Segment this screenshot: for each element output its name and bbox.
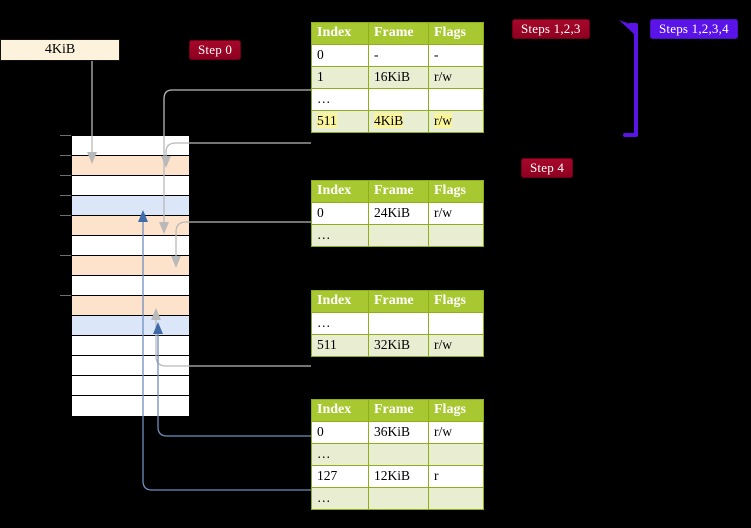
physical-memory-column bbox=[71, 135, 190, 416]
cell-index: … bbox=[311, 224, 369, 247]
memory-row-4 bbox=[72, 216, 189, 236]
purple-bracket-path bbox=[623, 23, 638, 137]
memory-row-8 bbox=[72, 296, 189, 316]
column-header-frame: Frame bbox=[368, 180, 429, 203]
table-row: 0-- bbox=[311, 44, 484, 67]
cell-flags: r bbox=[428, 465, 484, 488]
memory-row-3 bbox=[72, 196, 189, 216]
purple-arrowhead bbox=[619, 20, 638, 34]
cell-index: … bbox=[311, 312, 369, 335]
cell-index: 0 bbox=[311, 44, 369, 67]
column-header-flags: Flags bbox=[428, 290, 484, 313]
table-row: … bbox=[311, 312, 484, 335]
physical-frame-4kib-label: 4KiB bbox=[44, 42, 76, 57]
cell-flags: - bbox=[428, 44, 484, 67]
cell-frame: - bbox=[368, 44, 429, 67]
memory-tick-6 bbox=[60, 255, 71, 256]
cell-frame bbox=[368, 443, 429, 466]
steps-123-badge: Steps 1,2,3 bbox=[512, 19, 590, 39]
cell-frame bbox=[368, 312, 429, 335]
column-header-frame: Frame bbox=[368, 290, 429, 313]
memory-row-13 bbox=[72, 396, 189, 416]
cell-frame: 4KiB bbox=[368, 110, 429, 133]
cell-flags: r/w bbox=[428, 110, 484, 133]
memory-row-1 bbox=[72, 156, 189, 176]
cell-frame bbox=[368, 224, 429, 247]
table-row: … bbox=[311, 487, 484, 510]
column-header-index: Index bbox=[311, 290, 369, 313]
column-header-flags: Flags bbox=[428, 22, 484, 45]
step-4-badge: Step 4 bbox=[521, 158, 574, 178]
column-header-flags: Flags bbox=[428, 180, 484, 203]
cell-index: 127 bbox=[311, 465, 369, 488]
memory-tick-0 bbox=[60, 135, 71, 136]
cell-frame: 16KiB bbox=[368, 66, 429, 89]
memory-row-2 bbox=[72, 176, 189, 196]
memory-row-6 bbox=[72, 256, 189, 276]
cell-index: … bbox=[311, 88, 369, 111]
highlighted-value: r/w bbox=[434, 113, 452, 128]
table-row: … bbox=[311, 224, 484, 247]
memory-tick-1 bbox=[60, 155, 71, 156]
memory-row-5 bbox=[72, 236, 189, 256]
memory-tick-4 bbox=[60, 215, 71, 216]
cell-flags: r/w bbox=[428, 66, 484, 89]
cell-flags bbox=[428, 487, 484, 510]
cell-frame: 12KiB bbox=[368, 465, 429, 488]
memory-row-10 bbox=[72, 336, 189, 356]
column-header-frame: Frame bbox=[368, 22, 429, 45]
memory-row-7 bbox=[72, 276, 189, 296]
memory-row-9 bbox=[72, 316, 189, 336]
table-row: 511 4KiB r/w bbox=[311, 110, 484, 133]
cell-index: 511 bbox=[311, 110, 369, 133]
cell-flags: r/w bbox=[428, 421, 484, 444]
memory-row-11 bbox=[72, 356, 189, 376]
cell-frame: 24KiB bbox=[368, 202, 429, 225]
memory-tick-8 bbox=[60, 295, 71, 296]
cell-index: 0 bbox=[311, 421, 369, 444]
column-header-flags: Flags bbox=[428, 399, 484, 422]
cell-index: 511 bbox=[311, 334, 369, 357]
column-header-index: Index bbox=[311, 22, 369, 45]
highlighted-value: 511 bbox=[317, 113, 337, 128]
cell-index: … bbox=[311, 443, 369, 466]
column-header-index: Index bbox=[311, 180, 369, 203]
steps-1234-badge: Steps 1,2,3,4 bbox=[650, 19, 738, 39]
table-row: … bbox=[311, 88, 484, 111]
memory-tick-2 bbox=[60, 175, 71, 176]
cell-flags: r/w bbox=[428, 334, 484, 357]
memory-row-12 bbox=[72, 376, 189, 396]
column-header-index: Index bbox=[311, 399, 369, 422]
column-header-frame: Frame bbox=[368, 399, 429, 422]
cell-index: 0 bbox=[311, 202, 369, 225]
cell-index: 1 bbox=[311, 66, 369, 89]
cell-frame: 36KiB bbox=[368, 421, 429, 444]
memory-tick-3 bbox=[60, 195, 71, 196]
table-row: … bbox=[311, 443, 484, 466]
wire-t2-row0-to-column bbox=[175, 221, 311, 256]
cell-frame bbox=[368, 487, 429, 510]
highlighted-value: 4KiB bbox=[374, 113, 404, 128]
cell-frame bbox=[368, 88, 429, 111]
physical-frame-4kib-box: 4KiB bbox=[0, 39, 120, 61]
memory-row-0 bbox=[72, 136, 189, 156]
cell-flags bbox=[428, 312, 484, 335]
cell-flags: r/w bbox=[428, 202, 484, 225]
step-0-badge: Step 0 bbox=[189, 40, 242, 60]
cell-index: … bbox=[311, 487, 369, 510]
cell-frame: 32KiB bbox=[368, 334, 429, 357]
cell-flags bbox=[428, 224, 484, 247]
cell-flags bbox=[428, 443, 484, 466]
cell-flags bbox=[428, 88, 484, 111]
